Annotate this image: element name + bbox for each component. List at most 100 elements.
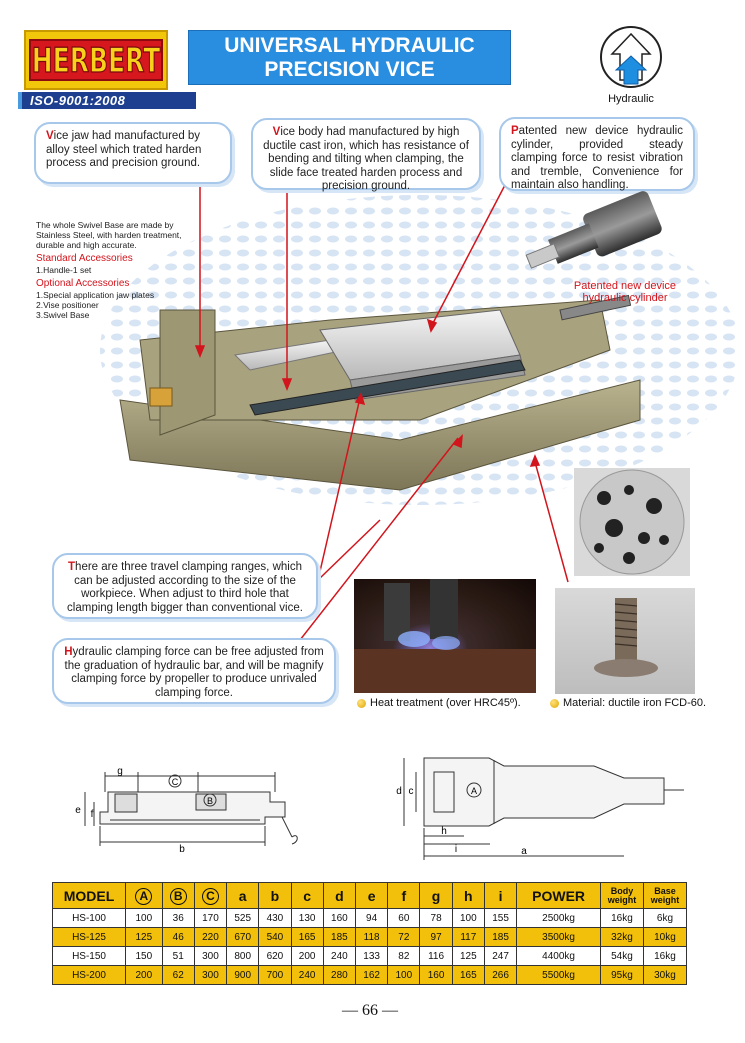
hydraulic-label: Hydraulic xyxy=(608,93,654,105)
accessories-block: The whole Swivel Base are made by Stainl… xyxy=(36,220,206,320)
col-header: d xyxy=(322,882,357,909)
table-cell: 100 xyxy=(451,908,485,928)
col-header: f xyxy=(387,882,421,909)
table-cell: 280 xyxy=(322,965,357,985)
table-cell: 54kg xyxy=(599,946,644,966)
vice-illustration xyxy=(100,195,740,505)
table-cell: 100 xyxy=(125,908,163,928)
table-cell: 116 xyxy=(419,946,453,966)
callout-clamping-ranges: There are three travel clamping ranges, … xyxy=(52,553,318,619)
heat-treatment-photo xyxy=(354,579,536,693)
col-header: b xyxy=(258,882,292,909)
table-cell: 220 xyxy=(193,927,228,947)
dim-label-h: h xyxy=(441,826,447,837)
standard-accessory-item: 1.Handle-1 set xyxy=(36,265,92,275)
table-cell: 100 xyxy=(387,965,421,985)
table-cell: 240 xyxy=(322,946,357,966)
col-header: Body weight xyxy=(599,882,644,909)
dim-label-i: i xyxy=(455,844,457,855)
table-cell: 162 xyxy=(354,965,389,985)
page-title: UNIVERSAL HYDRAULIC PRECISION VICE xyxy=(188,30,511,85)
callout-text: ydraulic clamping force can be free adju… xyxy=(64,646,324,699)
dim-label-f: f xyxy=(91,809,94,820)
dim-label-A: A xyxy=(471,786,477,796)
optional-accessory-item: 2.Vise positioner xyxy=(36,300,99,310)
table-cell: 78 xyxy=(419,908,453,928)
table-cell: 185 xyxy=(483,927,518,947)
col-header: C xyxy=(193,882,228,909)
callout-cap: V xyxy=(272,126,281,138)
col-header: g xyxy=(419,882,453,909)
table-cell: 95kg xyxy=(599,965,644,985)
table-cell: 160 xyxy=(419,965,453,985)
table-cell: 540 xyxy=(258,927,292,947)
table-cell: 51 xyxy=(161,946,195,966)
page-number: — 66 — xyxy=(342,1002,398,1019)
col-header: Base weight xyxy=(642,882,688,909)
table-cell: 60 xyxy=(387,908,421,928)
table-cell: 72 xyxy=(387,927,421,947)
table-cell: 247 xyxy=(483,946,518,966)
callout-hydraulic-force: Hydraulic clamping force can be free adj… xyxy=(52,638,336,704)
patent-cylinder-label: Patented new device hydraulic cylinder xyxy=(573,280,677,304)
table-cell: 97 xyxy=(419,927,453,947)
callout-text: atented new device hydraulic cylinder, p… xyxy=(511,125,683,191)
table-cell: 700 xyxy=(258,965,292,985)
table-cell: 117 xyxy=(451,927,485,947)
ductile-bolt-photo xyxy=(555,588,695,694)
dim-label-a: a xyxy=(521,846,527,857)
hydraulic-icon xyxy=(600,26,662,88)
callout-cap: V xyxy=(46,130,54,142)
table-cell: 16kg xyxy=(642,946,688,966)
table-cell: 200 xyxy=(290,946,324,966)
table-cell: 32kg xyxy=(599,927,644,947)
table-cell: 185 xyxy=(322,927,357,947)
table-cell: 300 xyxy=(193,965,228,985)
logo-plate: HERBERT xyxy=(29,39,163,81)
dim-label-b: b xyxy=(179,844,185,855)
table-cell: 165 xyxy=(451,965,485,985)
dim-label-B: B xyxy=(207,796,213,806)
table-cell: 3500kg xyxy=(516,927,601,947)
specifications-table: MODEL A B C a b c d e f g h i POWER Body… xyxy=(51,882,688,985)
table-cell: 900 xyxy=(226,965,260,985)
table-cell: 133 xyxy=(354,946,389,966)
table-cell: 82 xyxy=(387,946,421,966)
side-view-diagram: g C B e f b xyxy=(75,766,298,855)
callout-text: here are three travel clamping ranges, w… xyxy=(67,561,303,614)
col-header: POWER xyxy=(516,882,601,909)
swivel-base-note: The whole Swivel Base are made by Stainl… xyxy=(36,220,182,250)
heat-caption-text: Heat treatment (over HRC45º). xyxy=(370,697,521,709)
table-cell: HS-125 xyxy=(51,927,127,947)
callout-text: ice jaw had manufactured by alloy steel … xyxy=(46,130,202,169)
table-cell: 94 xyxy=(354,908,389,928)
table-cell: 46 xyxy=(161,927,195,947)
table-cell: 240 xyxy=(290,965,324,985)
hydraulic-cylinder-image xyxy=(525,191,662,269)
material-caption: Material: ductile iron FCD-60. xyxy=(550,697,706,709)
optional-accessory-item: 1.Special application jaw plates xyxy=(36,290,155,300)
table-cell: 10kg xyxy=(642,927,688,947)
col-header: i xyxy=(483,882,518,909)
top-view-diagram: d c A h i a xyxy=(396,757,684,860)
table-cell: HS-200 xyxy=(51,965,127,985)
optional-accessories-title: Optional Accessories xyxy=(36,278,130,289)
col-header: A xyxy=(125,882,163,909)
table-cell: 118 xyxy=(354,927,389,947)
col-header: a xyxy=(226,882,260,909)
circled-letter: B xyxy=(169,887,187,905)
col-header: c xyxy=(290,882,324,909)
title-line-2: PRECISION VICE xyxy=(264,57,435,81)
table-cell: 125 xyxy=(451,946,485,966)
callout-text: ice body had manufactured by high ductil… xyxy=(263,126,469,192)
brand-logo: HERBERT xyxy=(24,30,168,90)
dim-label-C: C xyxy=(172,777,179,787)
optional-accessory-item: 3.Swivel Base xyxy=(36,310,90,320)
table-cell: 36 xyxy=(161,908,195,928)
title-line-1: UNIVERSAL HYDRAULIC xyxy=(224,33,475,57)
table-cell: 620 xyxy=(258,946,292,966)
material-caption-text: Material: ductile iron FCD-60. xyxy=(563,697,707,709)
col-header: e xyxy=(354,882,389,909)
